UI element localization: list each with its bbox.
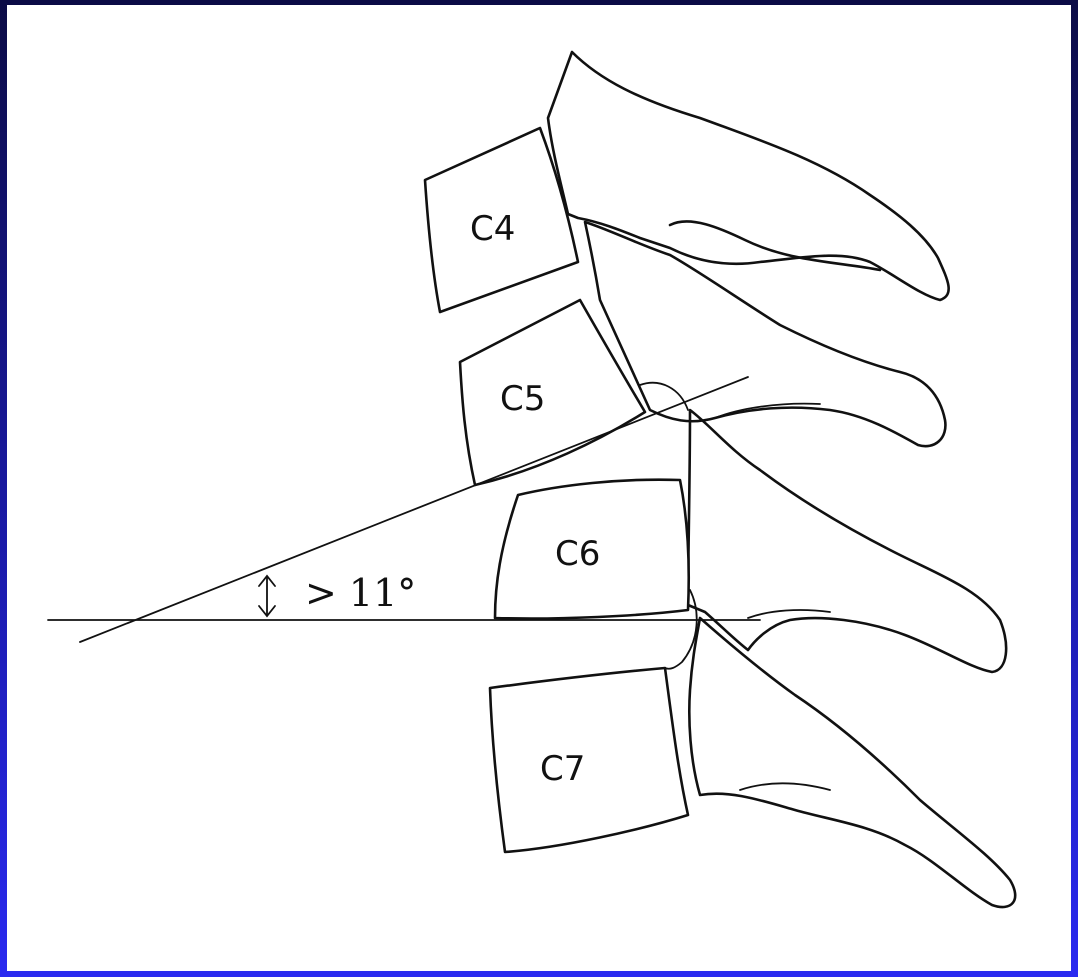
angle-label: > 11° [305, 571, 416, 615]
c4-body [423, 126, 580, 314]
c7-posterior-element [688, 616, 1017, 909]
c5-facet [714, 402, 821, 419]
c7-facet [739, 782, 831, 791]
c6-label: C6 [555, 534, 600, 574]
c4-label: C4 [470, 209, 515, 249]
c6-body [493, 478, 691, 620]
c7-body [488, 666, 690, 854]
c5-posterior-element [583, 220, 947, 448]
c5-body [458, 298, 647, 487]
c6-facet [747, 609, 831, 619]
c5-label: C5 [500, 379, 545, 419]
inclined-reference-line [79, 376, 749, 643]
c4-facet [668, 220, 882, 272]
c6-posterior-element [686, 408, 1008, 674]
c6-c7-facet-joint [664, 589, 698, 670]
double-arrow-icon [258, 574, 276, 618]
c4-posterior-element [546, 50, 950, 302]
c5-c6-facet-joint [639, 381, 689, 411]
c7-label: C7 [540, 749, 585, 789]
